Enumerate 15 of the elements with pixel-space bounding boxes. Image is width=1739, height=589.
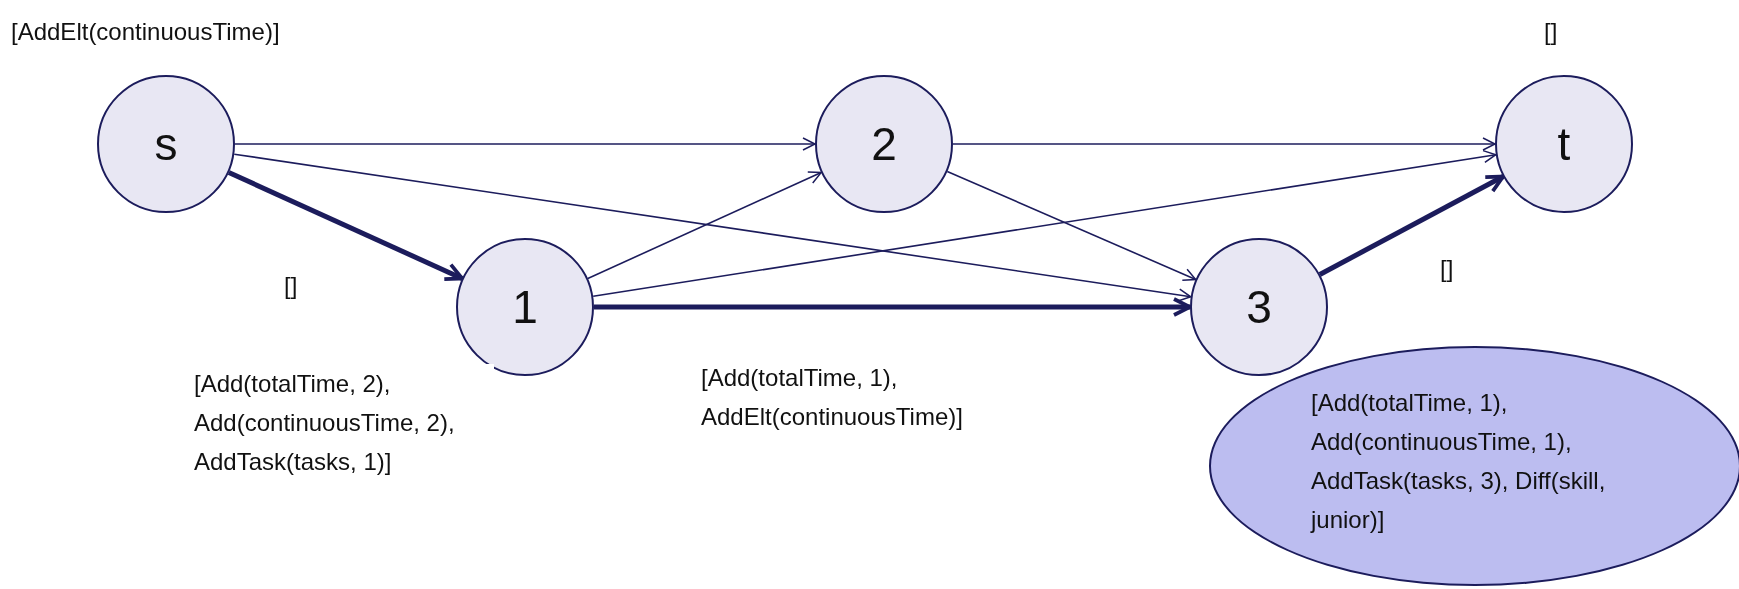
thick-arrow (227, 170, 465, 281)
arrow (233, 153, 1192, 302)
arrow (946, 170, 1197, 281)
node-label: s (154, 117, 178, 171)
node-label: 1 (512, 280, 538, 334)
thick-arrow (1318, 174, 1505, 277)
arrow (952, 137, 1496, 151)
node-label: 3 (1246, 280, 1272, 334)
arrow (592, 149, 1497, 298)
arrow (234, 137, 816, 151)
node-label: t (1557, 117, 1571, 171)
node-label: 2 (871, 117, 897, 171)
thick-arrow (594, 297, 1192, 317)
arrow (587, 171, 822, 280)
action-list: [Add(totalTime, 1), Add(continuousTime, 1), AddTask(tasks, 3), Diff(skill, junior)] (1311, 383, 1611, 539)
